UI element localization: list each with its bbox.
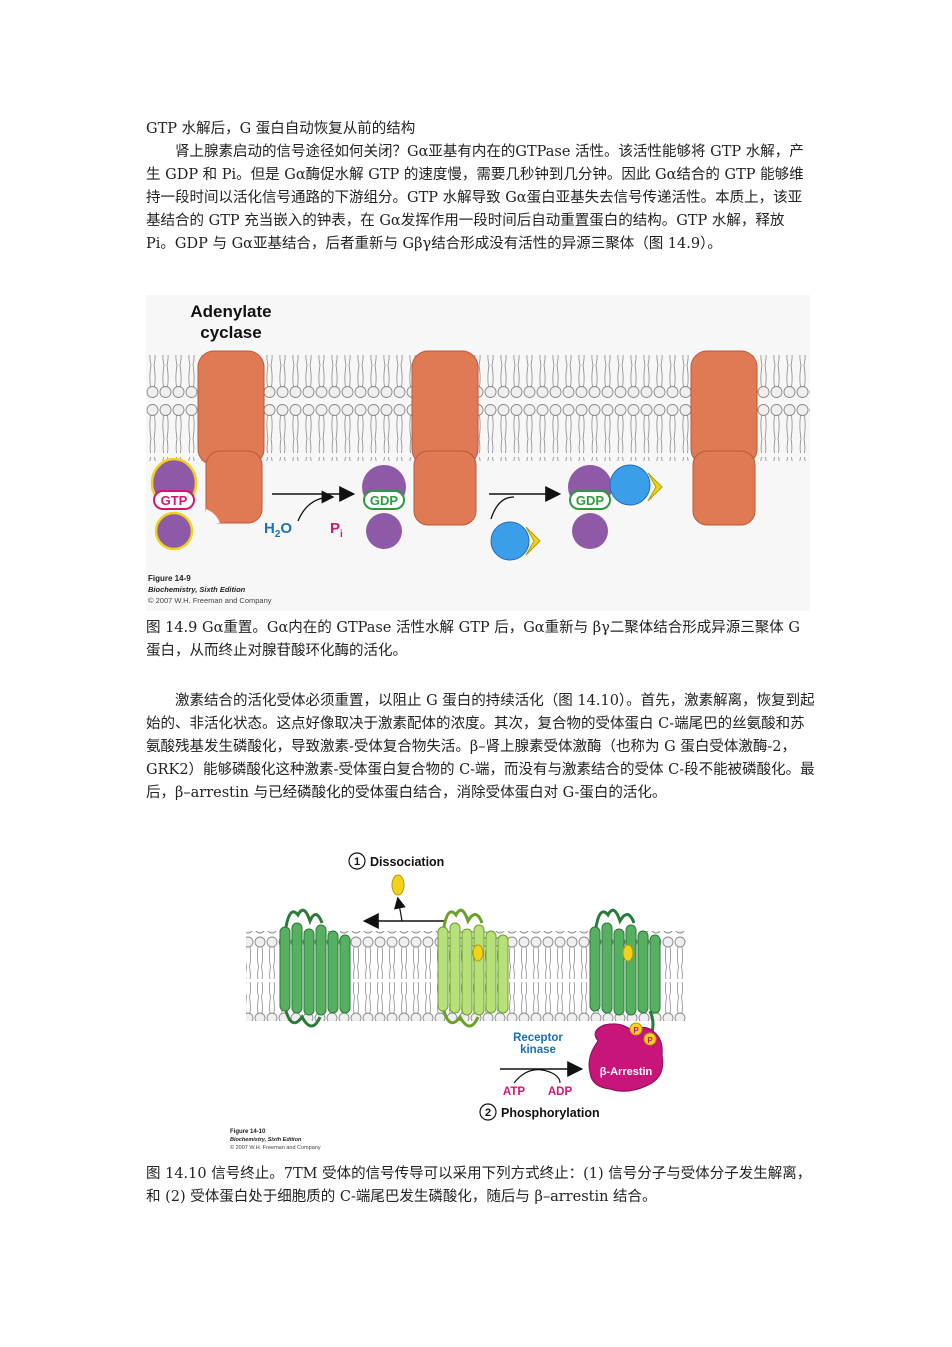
adenylate-cyclase-2 (411, 350, 479, 526)
atp-label: ATP (503, 1086, 525, 1098)
figure-14-10: 1 Dissociation (230, 852, 686, 1151)
adp-label: ADP (548, 1086, 573, 1098)
g-alpha-gtp: GTP (150, 457, 198, 551)
phosphate-1-label: P (633, 1026, 639, 1035)
gdp-label-1: GDP (370, 493, 399, 508)
g-beta-gamma-free (490, 521, 541, 561)
beta-arrestin-label: β-Arrestin (600, 1066, 653, 1078)
step-1-circle (348, 852, 366, 870)
figure-14-9-credit: Figure 14-9 (148, 574, 191, 583)
step-1-label: Dissociation (370, 855, 444, 869)
gtp-label: GTP (161, 493, 188, 508)
figure-14-9: Adenylate cyclase GTP H2O Pi GDP (146, 295, 810, 611)
pi-label: Pi (330, 520, 343, 540)
step-2-number: 2 (485, 1107, 491, 1119)
adenylate-cyclase-1 (197, 350, 265, 524)
receptor-kinase-label-2: kinase (520, 1044, 556, 1056)
caption-14-9: 图 14.9 Gα重置。Gα内在的 GTPase 活性水解 GTP 后，Gα重新… (146, 620, 800, 659)
receptor-right (589, 908, 661, 1038)
figure-14-10-copyright: © 2007 W.H. Freeman and Company (230, 1144, 321, 1151)
g-alpha-gdp-1: GDP (362, 465, 406, 549)
h2o-label: H2O (264, 520, 292, 540)
figure-14-10-book: Biochemistry, Sixth Edition (230, 1137, 302, 1143)
hormone-ligand (391, 874, 405, 896)
caption-14-10: 图 14.10 信号终止。7TM 受体的信号传导可以采用下列方式终止：(1) 信… (146, 1166, 812, 1205)
step-2-label: Phosphorylation (501, 1106, 600, 1120)
receptor-middle (437, 908, 509, 1028)
figure-14-9-copyright: © 2007 W.H. Freeman and Company (148, 596, 272, 605)
step-1-number: 1 (354, 856, 360, 868)
g-trimer-gdp: GDP (568, 464, 663, 549)
phosphate-2 (643, 1032, 657, 1046)
step-2-circle (479, 1103, 497, 1121)
paragraph-2: 激素结合的活化受体必须重置，以阻止 G 蛋白的持续活化（图 14.10）。首先，… (146, 693, 815, 801)
adenylate-cyclase-3 (690, 350, 758, 526)
phosphate-1 (629, 1022, 643, 1036)
text-section-1: GTP 水解后，G 蛋白自动恢复从前的结构 肾上腺素启动的信号途径如何关闭？Gα… (146, 118, 816, 256)
adenylate-cyclase-title-2: cyclase (200, 323, 261, 342)
figure-14-10-credit: Figure 14-10 (230, 1129, 266, 1135)
text-section-2: 激素结合的活化受体必须重置，以阻止 G 蛋白的持续活化（图 14.10）。首先，… (146, 690, 816, 805)
phosphate-2-label: P (647, 1036, 653, 1045)
gdp-label-2: GDP (576, 493, 605, 508)
receptor-left (279, 908, 351, 1028)
figure-14-9-book: Biochemistry, Sixth Edition (148, 585, 246, 594)
receptor-kinase-label: Receptor (513, 1032, 563, 1044)
adenylate-cyclase-title: Adenylate (190, 302, 271, 321)
section-heading: GTP 水解后，G 蛋白自动恢复从前的结构 (146, 121, 416, 137)
paragraph-1: 肾上腺素启动的信号途径如何关闭？Gα亚基有内在的GTPase 活性。该活性能够将… (146, 144, 804, 252)
